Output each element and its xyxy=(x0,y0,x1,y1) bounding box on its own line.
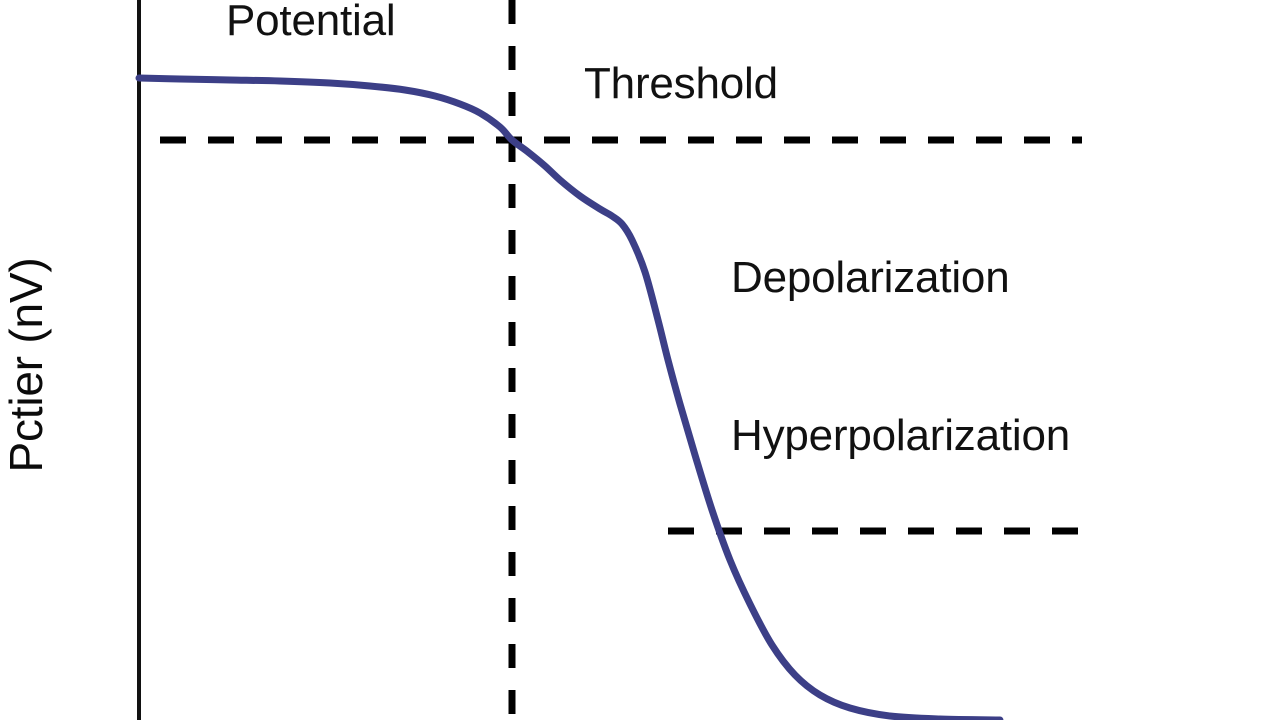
y-axis-title: Pctier (nV) xyxy=(0,0,52,720)
annotation-threshold: Threshold xyxy=(584,59,778,108)
y-axis-title-text: Pctier (nV) xyxy=(0,257,52,473)
membrane-potential-curve xyxy=(135,74,1004,720)
annotation-depolarization: Depolarization xyxy=(731,253,1010,302)
annotation-potential: Potential xyxy=(226,0,396,45)
annotation-hyperpolarization: Hyperpolarization xyxy=(731,411,1070,460)
